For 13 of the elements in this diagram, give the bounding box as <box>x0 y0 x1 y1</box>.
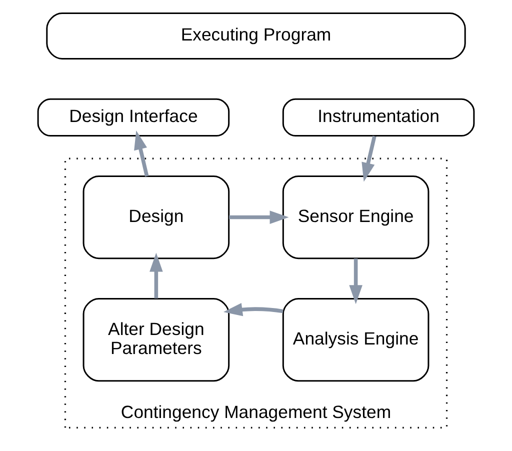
arrow <box>150 252 163 298</box>
node-box: Executing Program <box>46 12 466 60</box>
node-box: Analysis Engine <box>282 298 430 382</box>
node-box: Instrumentation <box>282 98 475 137</box>
node-box: Design <box>82 175 230 260</box>
arrow <box>229 210 289 224</box>
node-box: Design Interface <box>37 98 230 137</box>
arrow <box>223 302 284 316</box>
node-box: Sensor Engine <box>282 175 430 260</box>
node-box: Alter Design Parameters <box>82 298 230 382</box>
arrow <box>362 136 376 182</box>
arrow <box>349 258 362 304</box>
arrow <box>134 130 149 177</box>
